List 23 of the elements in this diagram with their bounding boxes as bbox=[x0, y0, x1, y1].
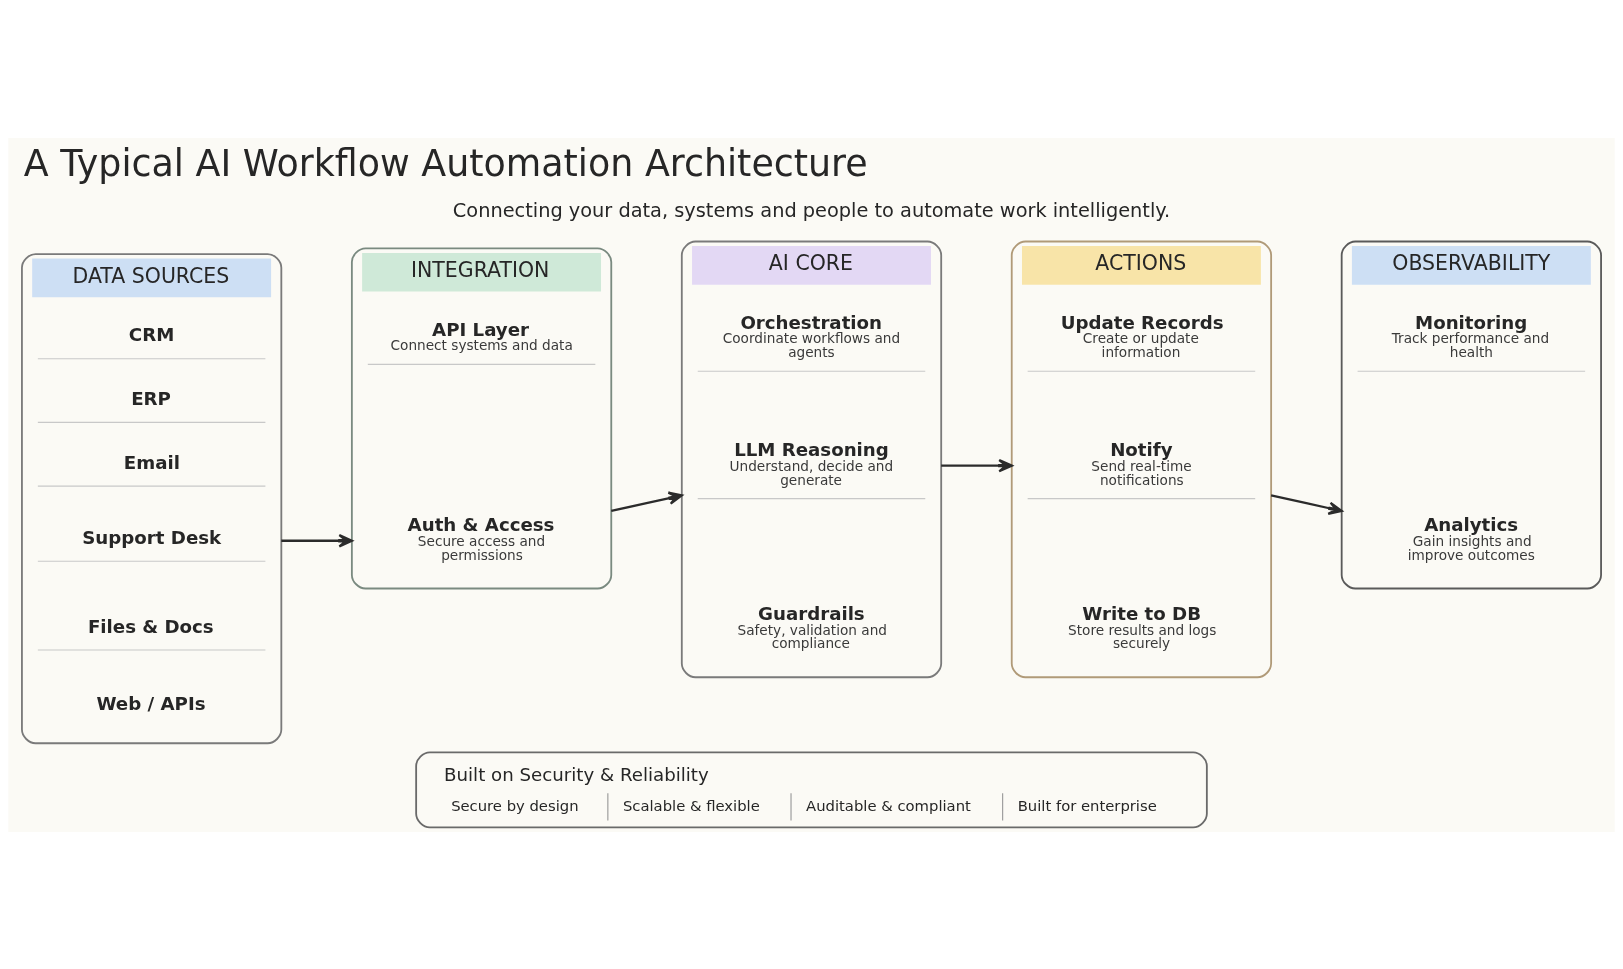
node-text: Files & Docs bbox=[87, 615, 214, 637]
node-text: Monitoring Track performance and health bbox=[1391, 311, 1550, 360]
node-text: Support Desk bbox=[82, 526, 222, 548]
node-text: Update Records Create or update information bbox=[1060, 311, 1224, 360]
node-text: ERP bbox=[131, 387, 171, 409]
arrow bbox=[941, 458, 1013, 472]
node-text: Auth & Access Secure access and permissions bbox=[407, 513, 555, 563]
node-text: CRM bbox=[128, 323, 175, 345]
node-text: Email bbox=[123, 451, 180, 473]
arrow bbox=[281, 533, 353, 547]
node-text: API Layer Connect systems and data bbox=[390, 318, 573, 353]
node-text: Analytics Gain insights and improve outcomes bbox=[1407, 513, 1535, 563]
node-text: Orchestration Coordinate workflows and agents bbox=[722, 311, 901, 360]
node-text: Guardrails Safety, validation and compliance bbox=[737, 602, 888, 651]
arrow bbox=[611, 490, 683, 512]
diagram-title: A Typical AI Workflow Automation Architecture bbox=[23, 141, 868, 185]
node-text: Web / APIs bbox=[96, 692, 206, 714]
node-text: LLM Reasoning Understand, decide and generate bbox=[729, 438, 894, 488]
node-text: Write to DB Store results and logs securely bbox=[1068, 602, 1217, 651]
node-box: Built on Security & Reliability Secure by design Scalable & flexible Auditable & compliant Built for enterprise bbox=[415, 750, 1208, 828]
label: Connecting your data, systems and people to automate work intelligently. bbox=[452, 198, 1171, 222]
node-text: Notify Send real-time notifications bbox=[1091, 438, 1192, 488]
arrow bbox=[1270, 493, 1343, 515]
